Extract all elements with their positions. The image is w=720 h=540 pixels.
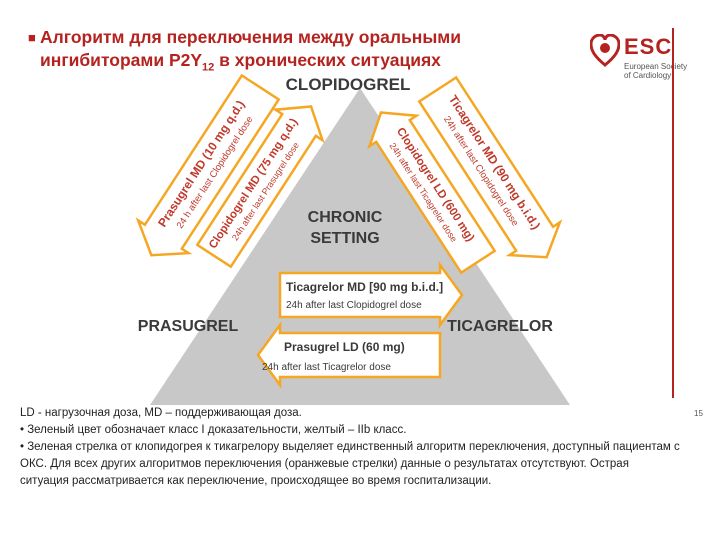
- arrow-text-prasugrel-ld: Prasugrel LD (60 mg): [284, 340, 405, 354]
- arrow-text-ticagrelor-md: Ticagrelor MD [90 mg b.i.d.]: [286, 280, 443, 294]
- logo-subtitle-1: European Society: [624, 62, 688, 71]
- title-line-1: Алгоритм для переключения между оральным…: [40, 27, 461, 47]
- footnote-green-arrow: • Зеленая стрелка от клопидогрея к тикаг…: [20, 441, 680, 487]
- footnote-color-classes: • Зеленый цвет обозначает класс I доказа…: [20, 424, 407, 436]
- switching-diagram: CLOPIDOGREL PRASUGREL TICAGRELOR CHRONIC…: [135, 73, 570, 405]
- title-bullet: ■: [28, 30, 36, 45]
- logo-subtitle-2: of Cardiology: [624, 71, 672, 80]
- title-line-2-sub: 12: [202, 61, 215, 74]
- arrow-text-prasugrel-ld-timing: 24h after last Ticagrelor dose: [262, 362, 391, 373]
- node-clopidogrel: CLOPIDOGREL: [286, 75, 411, 94]
- page-number: 15: [694, 409, 703, 418]
- center-chronic: CHRONIC: [308, 209, 383, 226]
- node-prasugrel: PRASUGREL: [138, 318, 239, 335]
- footnotes: LD - нагрузочная доза, MD – поддерживающ…: [20, 405, 680, 490]
- heart-icon: [590, 34, 620, 67]
- slide-title: ■ Алгоритм для переключения между оральн…: [28, 26, 580, 80]
- logo-text: ESC: [624, 34, 673, 59]
- arrow-ticagrelor-to-prasugrel: Prasugrel LD (60 mg) 24h after last Tica…: [256, 321, 442, 389]
- node-ticagrelor: TICAGRELOR: [447, 318, 553, 335]
- title-line-2-suffix: в хронических ситуациях: [214, 50, 441, 70]
- center-setting: SETTING: [310, 230, 379, 247]
- footnote-abbreviations: LD - нагрузочная доза, MD – поддерживающ…: [20, 407, 302, 419]
- esc-logo: ESC European Society of Cardiology: [590, 28, 710, 98]
- triangle-background: [150, 88, 570, 405]
- title-line-2-prefix: ингибиторами P2Y: [40, 50, 203, 70]
- divider-line: [672, 28, 674, 398]
- title-line-2: ингибиторами P2Y12 в хронических ситуаци…: [40, 49, 580, 80]
- logo-subtitle: European Society of Cardiology: [624, 62, 704, 80]
- arrow-prasugrel-to-ticagrelor: Ticagrelor MD [90 mg b.i.d.] 24h after l…: [278, 261, 464, 329]
- arrow-text-ticagrelor-md-timing: 24h after last Clopidogrel dose: [286, 300, 422, 311]
